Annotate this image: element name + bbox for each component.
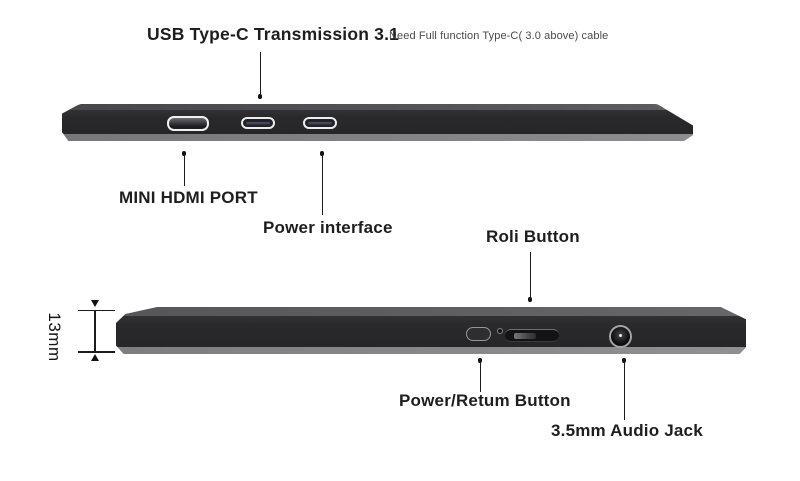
callout-dot-roli (527, 297, 532, 302)
callout-line-roli (529, 252, 531, 298)
mini-hdmi-label: MINI HDMI PORT (119, 188, 258, 207)
dimension-bottom-tick (78, 351, 115, 353)
audio-jack (609, 325, 632, 348)
top-edge-bottom-face (62, 134, 693, 141)
monitor-bottom-edge (116, 307, 746, 354)
callout-line-power-return (479, 363, 481, 392)
usb-type-c-port-2 (303, 117, 337, 129)
bottom-edge-bottom-face (116, 347, 746, 354)
dimension-arrow-up-icon (90, 354, 99, 361)
callout-dot-audio-jack (621, 358, 626, 363)
roli-slider-knob (514, 333, 536, 339)
bottom-edge-top-face (116, 307, 746, 316)
roli-slider-button (505, 329, 559, 342)
bottom-edge-body (116, 316, 746, 348)
mini-hdmi-port (167, 116, 209, 131)
audio-jack-label: 3.5mm Audio Jack (551, 421, 703, 440)
callout-line-type-c (259, 52, 261, 95)
usb-type-c-port-1 (241, 117, 275, 129)
dimension-top-tick (78, 309, 115, 311)
dimension-line (94, 310, 96, 352)
callout-line-power-interface (321, 156, 323, 215)
callout-dot-hdmi (181, 151, 186, 156)
callout-dot-power-interface (319, 151, 324, 156)
monitor-top-edge (62, 104, 693, 141)
top-edge-top-face (62, 104, 693, 110)
indicator-led (497, 328, 503, 334)
roli-button-label: Roli Button (486, 227, 580, 246)
callout-line-audio-jack (623, 363, 625, 420)
cable-requirement-note: Need Full function Type-C( 3.0 above) ca… (389, 30, 609, 42)
top-edge-body (62, 110, 693, 134)
power-return-label: Power/Retum Button (399, 391, 571, 410)
callout-dot-power-return (477, 358, 482, 363)
usb-type-c-title: USB Type-C Transmission 3.1 (147, 24, 400, 44)
callout-dot-type-c (257, 94, 262, 99)
power-button (466, 327, 491, 341)
thickness-dimension-label: 13mm (45, 312, 64, 362)
callout-line-hdmi (183, 156, 185, 186)
dimension-arrow-down-icon (90, 300, 99, 307)
power-interface-label: Power interface (263, 218, 393, 237)
